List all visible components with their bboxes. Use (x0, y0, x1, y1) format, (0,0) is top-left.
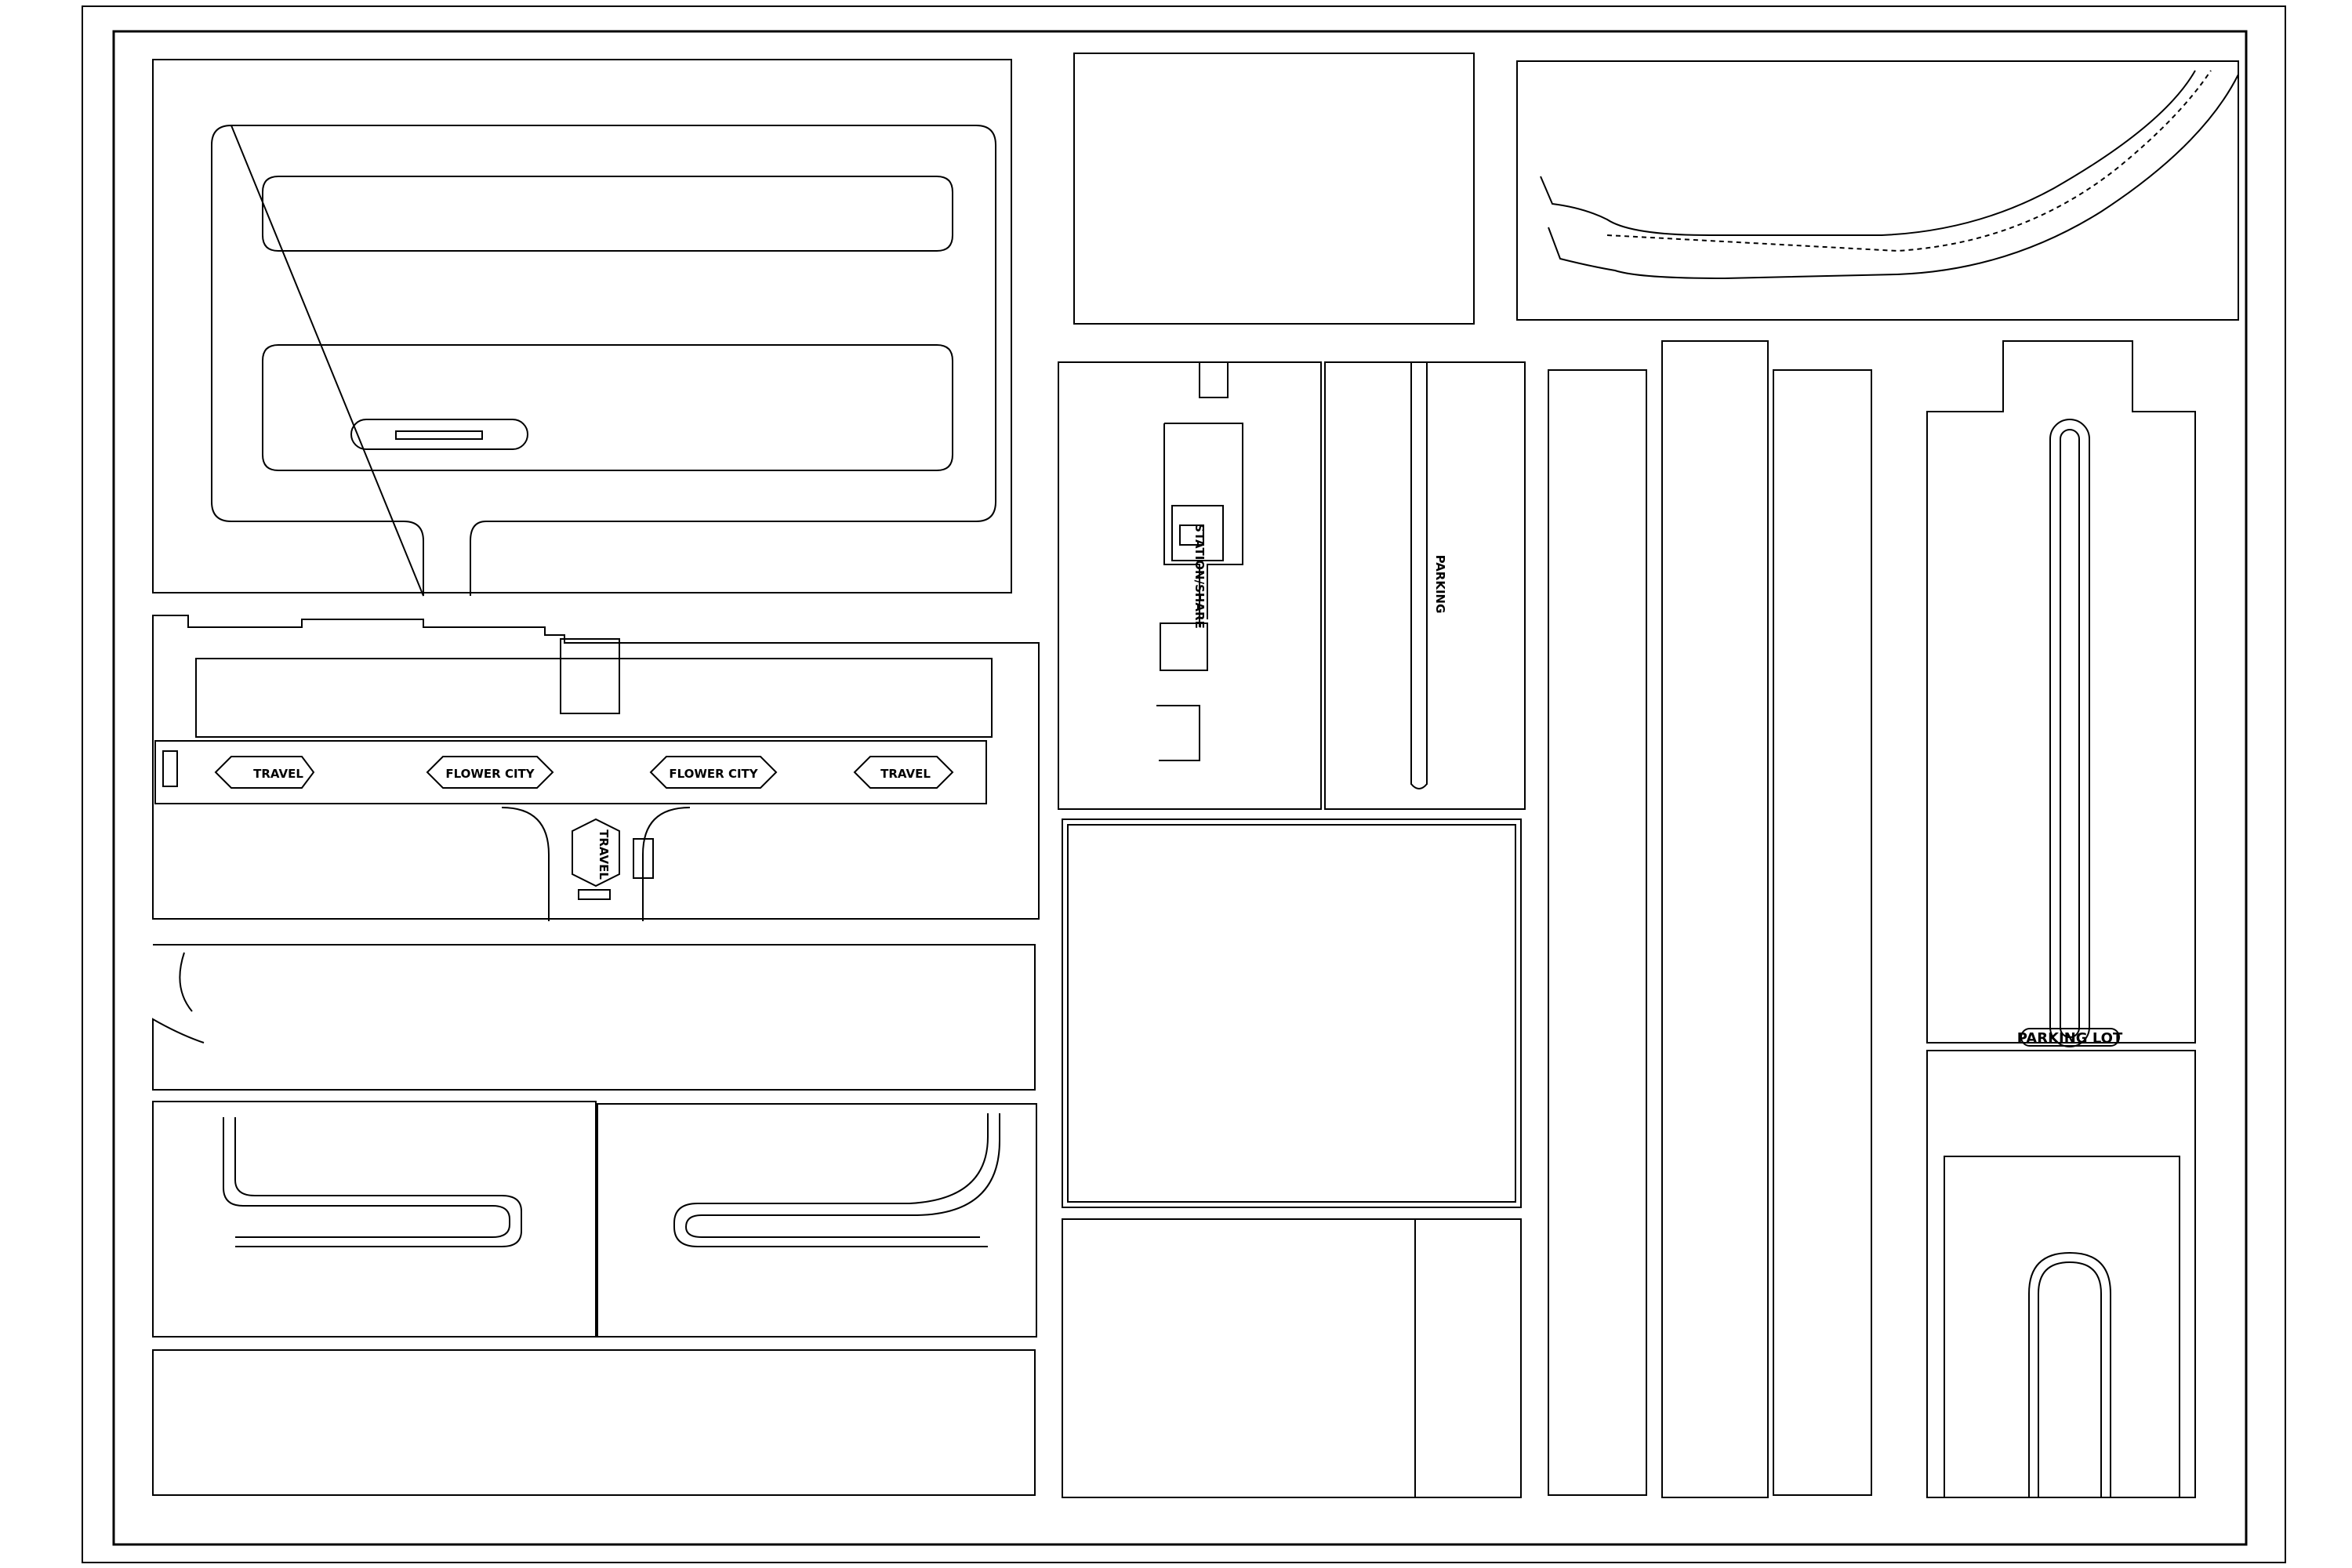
panel-flower-loop (152, 1101, 597, 1338)
panel-oval-islands (1062, 818, 1522, 1208)
travel-right-label: TRAVEL (880, 767, 931, 781)
panel-bar-pattern (1062, 1218, 1522, 1498)
panel-main-parking-lot (152, 59, 1012, 597)
panel-flower-tall (1548, 340, 1872, 1498)
flower-city-sign-left: FLOWER CITY (426, 756, 554, 789)
panel-travel-flower-city: TRAVEL FLOWER CITY FLOWER CITY TRAVEL TR… (152, 615, 1040, 921)
panel-curved-road (1516, 60, 2239, 321)
flower-city-left-label: FLOWER CITY (445, 767, 535, 781)
panel-dolphin-tall: PARKING LOT (1926, 340, 2196, 1498)
station-share-label: STATION/SHARE (1192, 524, 1207, 629)
panel-circle-strip-bottom (152, 1349, 1036, 1496)
flower-city-right-label: FLOWER CITY (669, 767, 758, 781)
parking-lot-label: PARKING LOT (2017, 1030, 2123, 1047)
inner-border (112, 30, 2248, 1546)
travel-sign-left: TRAVEL (214, 756, 315, 789)
panel-station-share: STATION/SHARE (1058, 361, 1322, 810)
outer-border (82, 5, 2286, 1563)
flower-city-sign-right: FLOWER CITY (649, 756, 778, 789)
panel-ornament-stalls (1073, 53, 1475, 325)
panel-pill-stalls: PARKING (1324, 361, 1526, 810)
panel-dolphin-loop (597, 1103, 1037, 1338)
panel-circle-strip-top (152, 944, 1036, 1091)
travel-vertical-label: TRAVEL (597, 829, 611, 880)
vertical-text-label: PARKING (1433, 555, 1447, 614)
travel-sign-right: TRAVEL (853, 756, 954, 789)
travel-left-label: TRAVEL (253, 767, 303, 781)
